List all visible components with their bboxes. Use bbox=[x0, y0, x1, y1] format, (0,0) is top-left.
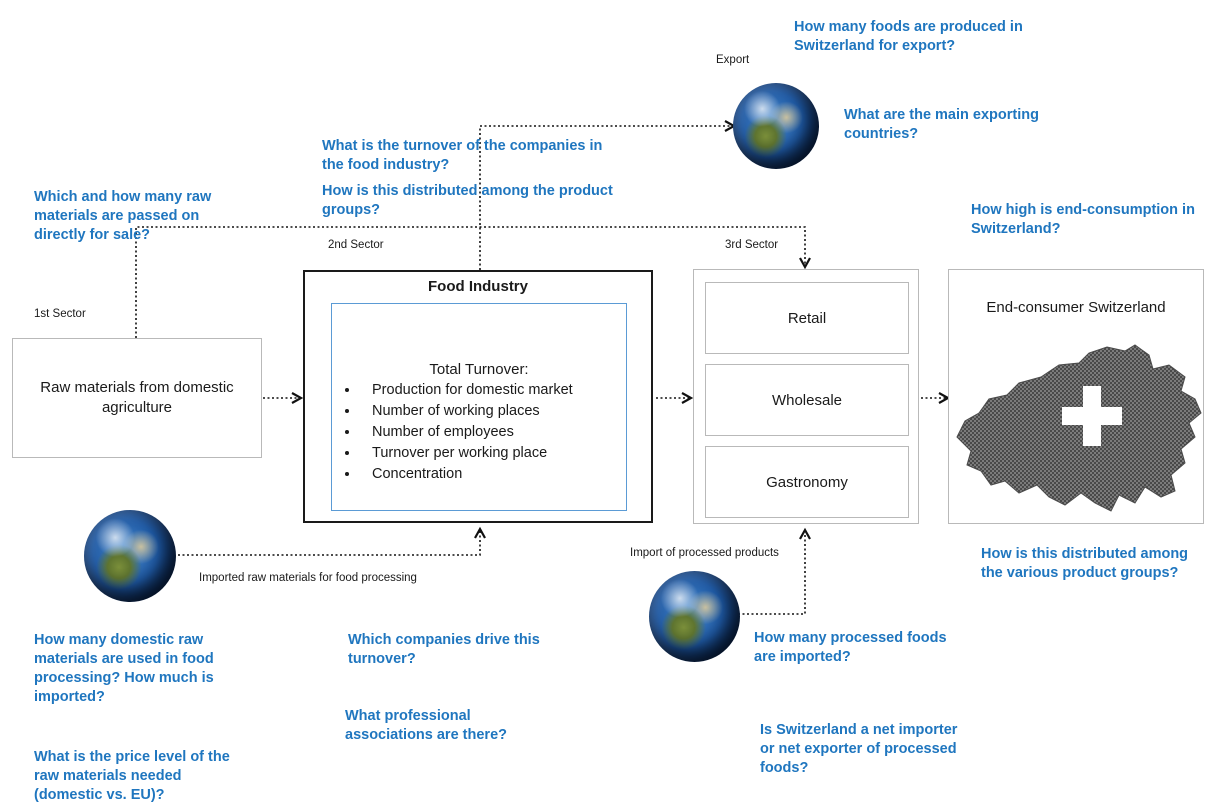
sector-1-label: 1st Sector bbox=[34, 308, 86, 320]
sector-3-label: 3rd Sector bbox=[725, 239, 779, 251]
metric-item: Production for domestic market bbox=[360, 380, 626, 401]
retail-label: Retail bbox=[787, 309, 827, 327]
metric-item: Turnover per working place bbox=[360, 443, 626, 464]
arrow-imported-raw bbox=[178, 526, 486, 556]
question-price-level: What is the price level of the raw mater… bbox=[34, 749, 230, 803]
third-sector-box: Retail Wholesale Gastronomy bbox=[693, 269, 919, 524]
wholesale-label: Wholesale bbox=[771, 391, 843, 409]
switzerland-map-icon bbox=[956, 344, 1202, 512]
globe-icon bbox=[84, 510, 176, 602]
question-processed-imported: How many processed foods are imported? bbox=[754, 630, 947, 665]
globe-icon bbox=[649, 571, 740, 662]
sector-2-label: 2nd Sector bbox=[328, 239, 384, 251]
question-turnover: What is the turnover of the companies in… bbox=[322, 138, 603, 173]
export-label: Export bbox=[716, 54, 750, 66]
question-domestic-raw-used: How many domestic raw materials are used… bbox=[34, 632, 214, 705]
arrow-export bbox=[479, 120, 737, 270]
globe-icon bbox=[733, 83, 819, 169]
gastronomy-box: Gastronomy bbox=[705, 446, 909, 518]
question-professional-assoc: What professional associations are there… bbox=[345, 708, 507, 743]
arrow-import-processed bbox=[738, 527, 811, 615]
metric-item: Number of working places bbox=[360, 401, 626, 422]
question-end-consumption: How high is end-consumption in Switzerla… bbox=[971, 202, 1195, 237]
question-export-countries: What are the main exporting countries? bbox=[844, 107, 1039, 142]
turnover-box: Total Turnover: Production for domestic … bbox=[331, 303, 627, 511]
question-end-distribution: How is this distributed among the variou… bbox=[981, 546, 1189, 581]
metric-item: Concentration bbox=[360, 464, 626, 485]
question-turnover-distribution: How is this distributed among the produc… bbox=[322, 183, 613, 218]
import-processed-label: Import of processed products bbox=[630, 547, 779, 559]
end-consumer-box: End-consumer Switzerland bbox=[948, 269, 1204, 524]
gastronomy-label: Gastronomy bbox=[766, 473, 848, 491]
wholesale-box: Wholesale bbox=[705, 364, 909, 436]
turnover-heading: Total Turnover: bbox=[429, 361, 529, 378]
food-industry-title: Food Industry bbox=[428, 278, 528, 295]
turnover-metrics-list: Production for domestic market Number of… bbox=[332, 380, 626, 485]
retail-box: Retail bbox=[705, 282, 909, 354]
food-industry-box: Food Industry Total Turnover: Production… bbox=[303, 270, 653, 523]
question-raw-direct-sale: Which and how many raw materials are pas… bbox=[34, 189, 212, 243]
question-export-produced: How many foods are produced in Switzerla… bbox=[794, 19, 1023, 54]
arrow-direct-sale bbox=[135, 226, 811, 338]
metric-item: Number of employees bbox=[360, 422, 626, 443]
question-companies-drive: Which companies drive this turnover? bbox=[348, 632, 540, 667]
raw-materials-box: Raw materials from domestic agriculture bbox=[12, 338, 262, 458]
imported-raw-label: Imported raw materials for food processi… bbox=[199, 572, 417, 584]
end-consumer-title: End-consumer Switzerland bbox=[986, 299, 1166, 316]
raw-materials-text: Raw materials from domestic agriculture bbox=[40, 379, 234, 416]
question-net-importer: Is Switzerland a net importer or net exp… bbox=[760, 722, 958, 776]
